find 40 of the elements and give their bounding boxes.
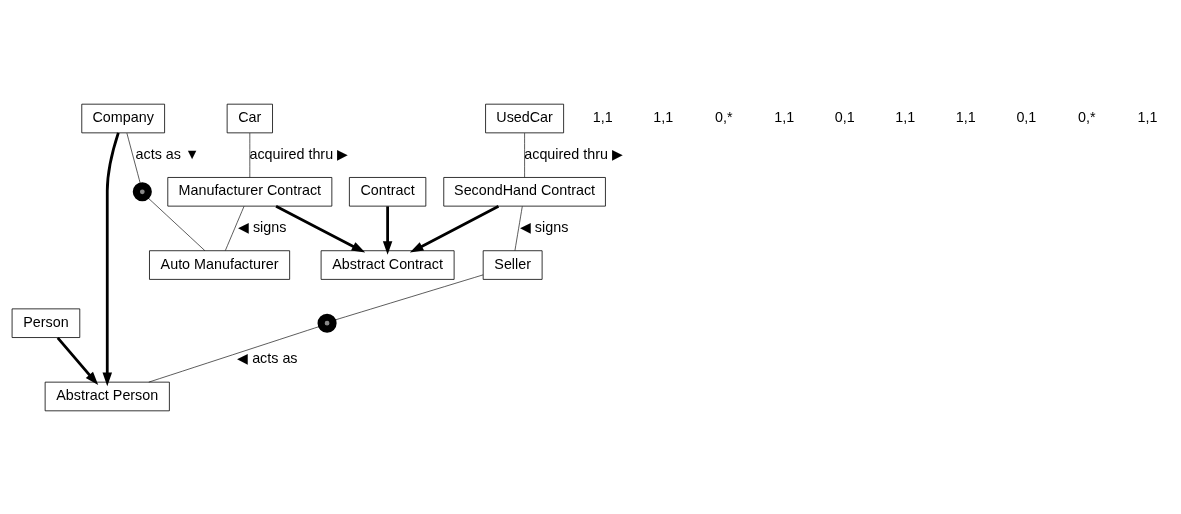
- connector: [147, 196, 206, 251]
- node-box: Company: [81, 103, 165, 133]
- edge-label: ◀ signs: [519, 218, 569, 235]
- arrow: [102, 131, 120, 386]
- arrow: [56, 336, 99, 385]
- edge-label: acts as ▼: [135, 145, 200, 162]
- label: 0,1: [1016, 108, 1037, 125]
- edge-label: ◀ signs: [237, 218, 287, 235]
- connector: [225, 205, 245, 251]
- arrow: [382, 205, 393, 255]
- edge-label: acquired thru ▶: [249, 145, 349, 162]
- node-box: Auto Manufacturer: [149, 249, 291, 280]
- node-box: UsedCar: [485, 103, 564, 133]
- connector: [249, 132, 251, 178]
- node-box: Abstract Person: [44, 381, 170, 411]
- edge-label: ◀ acts as: [237, 349, 298, 366]
- node-box: SecondHand Contract: [443, 176, 606, 207]
- label: 1,1: [653, 108, 674, 125]
- node-box: Abstract Contract: [320, 249, 455, 280]
- label: 0,*: [1078, 108, 1096, 125]
- connector: [126, 132, 141, 184]
- connector: [514, 205, 523, 251]
- node-box: Person: [11, 307, 81, 338]
- label: 1,1: [774, 108, 795, 125]
- label: 1,1: [895, 108, 916, 125]
- node-box: Car: [226, 103, 273, 133]
- label: 0,*: [714, 108, 733, 125]
- arrow: [409, 204, 500, 253]
- node-box: Contract: [349, 176, 427, 207]
- node-box: Manufacturer Contract: [167, 176, 333, 207]
- arrow: [275, 204, 366, 253]
- connector: [524, 132, 525, 178]
- connector: [333, 274, 484, 321]
- label: 0,1: [834, 108, 855, 125]
- node-box: Seller: [482, 249, 543, 280]
- edge-label: acquired thru ▶: [524, 145, 623, 162]
- label: 1,1: [955, 108, 976, 125]
- connector: [148, 325, 321, 382]
- label: 1,1: [592, 108, 613, 125]
- label: 1,1: [1137, 108, 1158, 125]
